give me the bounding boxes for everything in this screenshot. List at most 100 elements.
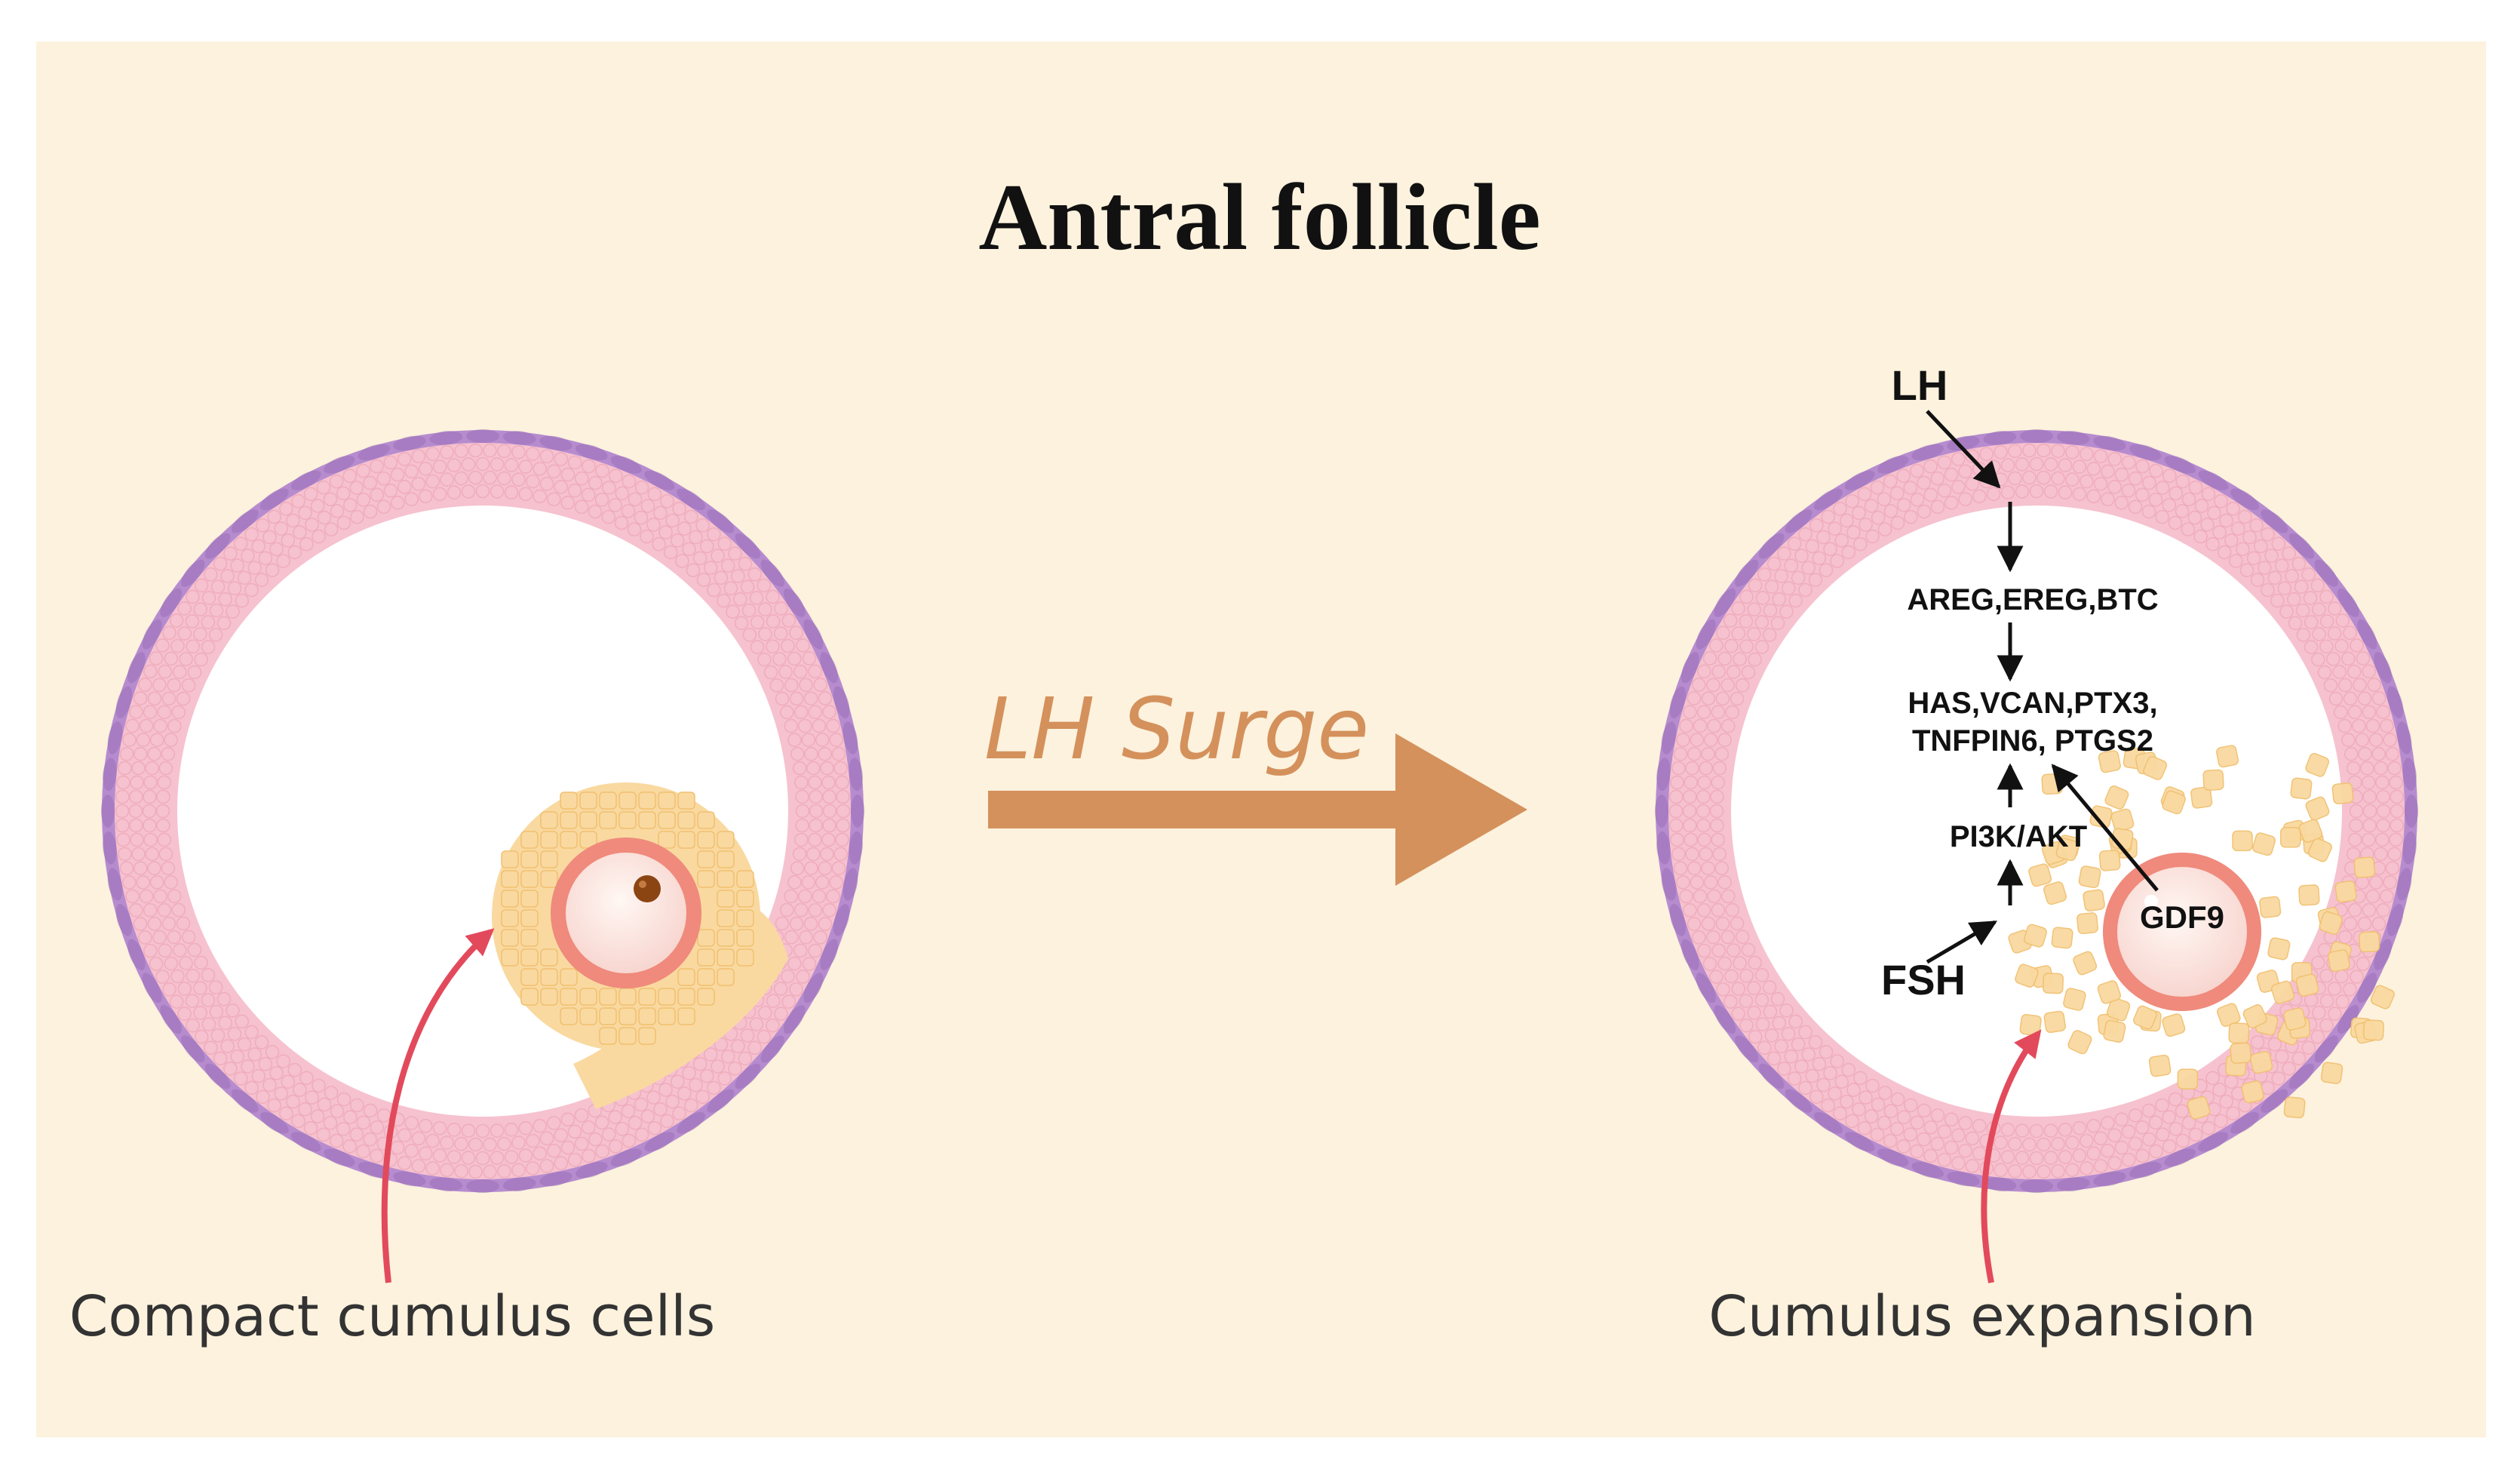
- granulosa-cell: [2114, 1112, 2129, 1127]
- theca-cell: [820, 652, 839, 684]
- granulosa-cell: [2389, 775, 2403, 790]
- granulosa-cell: [177, 626, 192, 641]
- granulosa-cell: [773, 626, 788, 641]
- granulosa-cell: [1762, 628, 1777, 642]
- granulosa-cell: [2000, 1122, 2015, 1137]
- granulosa-cell: [2229, 554, 2243, 568]
- cumulus-cell: [560, 988, 578, 1006]
- granulosa-cell: [397, 480, 412, 494]
- granulosa-cell: [237, 1037, 252, 1052]
- granulosa-cell: [1798, 1025, 1812, 1040]
- granulosa-cell: [796, 638, 810, 653]
- granulosa-cell: [747, 567, 762, 582]
- granulosa-cell: [193, 602, 207, 617]
- granulosa-cell: [208, 980, 223, 994]
- right-nucleus-highlight: [2144, 895, 2158, 908]
- granulosa-cell: [194, 955, 208, 970]
- granulosa-cell: [672, 1106, 686, 1121]
- granulosa-cell: [1717, 875, 1732, 890]
- granulosa-cell: [2037, 470, 2051, 485]
- granulosa-cell: [595, 463, 609, 478]
- theca-cell: [502, 1177, 536, 1191]
- granulosa-cell: [689, 1077, 703, 1093]
- granulosa-cell: [740, 1028, 755, 1043]
- granulosa-cell: [609, 469, 623, 484]
- granulosa-cell: [784, 930, 799, 945]
- granulosa-cell: [143, 818, 157, 833]
- granulosa-cell: [454, 444, 468, 459]
- granulosa-cell: [2029, 456, 2044, 472]
- granulosa-cell: [497, 1136, 511, 1151]
- granulosa-cell: [1930, 499, 1945, 515]
- cumulus-cell: [520, 948, 539, 967]
- cumulus-cell: [658, 988, 676, 1006]
- granulosa-cell: [2261, 527, 2275, 542]
- granulosa-cell: [118, 761, 132, 776]
- granulosa-cell: [2349, 818, 2363, 833]
- theca-cell: [231, 1089, 259, 1113]
- granulosa-cell: [1727, 943, 1741, 957]
- theca-cell: [502, 431, 536, 445]
- cumulus-cell: [736, 909, 754, 927]
- granulosa-cell: [2181, 492, 2196, 507]
- granulosa-cell: [2261, 582, 2275, 598]
- right-pointer-arrow: [1981, 1029, 2042, 1283]
- granulosa-cell: [157, 832, 172, 847]
- cumulus-cell: [520, 850, 539, 868]
- granulosa-cell: [349, 481, 364, 495]
- granulosa-cell: [226, 604, 240, 619]
- granulosa-cell: [1670, 775, 1684, 790]
- granulosa-cell: [2155, 509, 2169, 524]
- granulosa-cell: [1890, 515, 1905, 530]
- granulosa-cell: [1690, 875, 1705, 890]
- theca-cell: [1735, 559, 1759, 587]
- granulosa-cell: [2226, 1106, 2240, 1121]
- theca-cell: [115, 686, 133, 718]
- granulosa-cell: [475, 1123, 490, 1139]
- granulosa-cell: [299, 536, 314, 552]
- cumulus-cell: [717, 909, 735, 927]
- granulosa-cell: [588, 504, 603, 519]
- granulosa-cell: [162, 982, 176, 997]
- granulosa-cell: [684, 1098, 698, 1113]
- granulosa-cell: [2065, 1136, 2080, 1150]
- granulosa-cell: [793, 775, 809, 790]
- granulosa-cell: [1883, 1133, 1898, 1148]
- granulosa-cell: [803, 691, 818, 705]
- granulosa-cell: [2288, 616, 2303, 631]
- granulosa-cell: [1676, 733, 1690, 747]
- granulosa-cell: [1684, 775, 1698, 790]
- granulosa-cell: [235, 593, 249, 608]
- granulosa-cell: [158, 847, 173, 862]
- granulosa-cell: [707, 582, 721, 598]
- granulosa-cell: [1748, 955, 1762, 970]
- granulosa-cell: [808, 705, 823, 720]
- granulosa-cell: [2201, 1120, 2216, 1136]
- granulosa-cell: [201, 640, 216, 654]
- egf-like-factors-label: AREG,EREG,BTC: [1907, 583, 2158, 616]
- granulosa-cell: [588, 475, 603, 490]
- granulosa-cell: [504, 458, 519, 472]
- granulosa-cell: [2051, 471, 2065, 486]
- granulosa-cell: [2236, 542, 2250, 557]
- granulosa-cell: [1757, 1040, 1772, 1055]
- theca-cell: [539, 1171, 572, 1187]
- granulosa-cell: [2162, 1139, 2177, 1154]
- granulosa-cell: [2380, 889, 2394, 904]
- granulosa-cell: [2022, 443, 2037, 458]
- granulosa-cell: [1723, 613, 1738, 628]
- granulosa-cell: [298, 1102, 312, 1117]
- expanded-cumulus-cell: [2353, 856, 2376, 878]
- theca-cell: [204, 533, 231, 559]
- expanded-cumulus-cell: [2242, 1004, 2267, 1029]
- granulosa-cell: [2135, 459, 2150, 474]
- expanded-cumulus-cell: [2270, 980, 2295, 1004]
- granulosa-cell: [2356, 957, 2371, 971]
- granulosa-cell: [804, 746, 818, 761]
- granulosa-cell: [2343, 982, 2357, 997]
- cumulus-cell: [520, 831, 539, 849]
- granulosa-cell: [1717, 956, 1733, 971]
- granulosa-cell: [1923, 487, 1938, 503]
- granulosa-cell: [2277, 581, 2292, 596]
- granulosa-cell: [689, 530, 703, 545]
